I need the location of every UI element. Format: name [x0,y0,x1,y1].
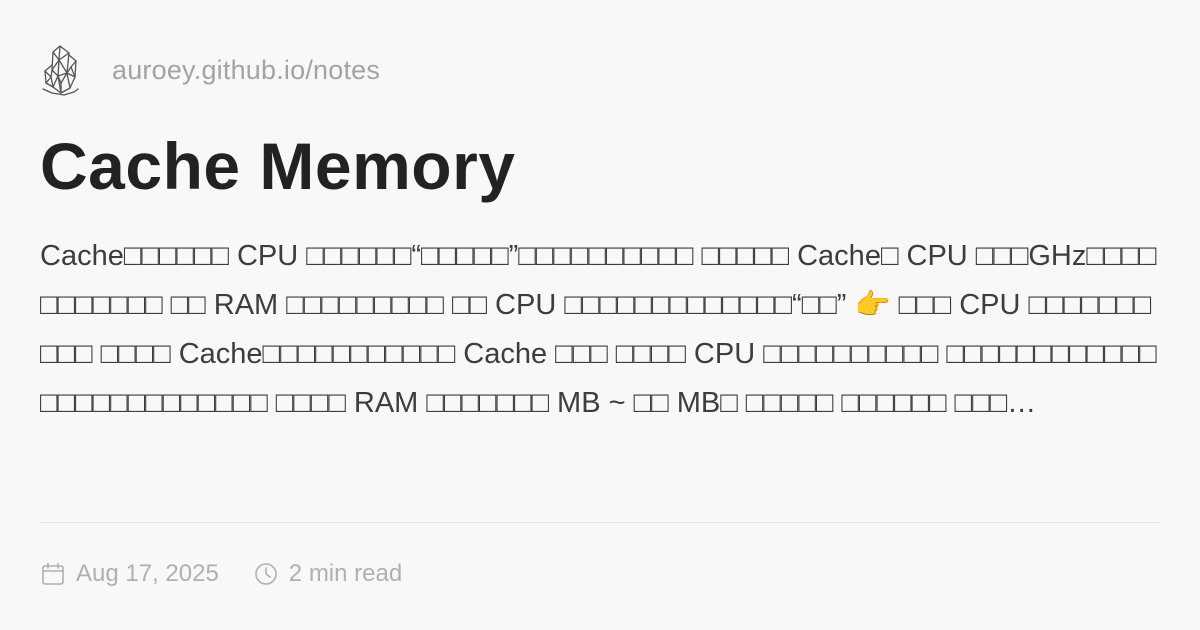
post-read-time: 2 min read [253,560,402,588]
og-card: auroey.github.io/notes Cache Memory Cach… [40,40,1160,600]
post-date: Aug 17, 2025 [40,560,219,588]
clock-icon [253,561,279,587]
divider [40,522,1160,523]
site-header: auroey.github.io/notes [40,40,380,100]
post-date-text: Aug 17, 2025 [76,560,219,587]
post-meta: Aug 17, 2025 2 min read [40,554,402,594]
site-url[interactable]: auroey.github.io/notes [112,54,381,85]
crystal-logo-icon [40,40,92,100]
post-title: Cache Memory [40,129,516,203]
post-read-time-text: 2 min read [288,560,403,587]
post-excerpt: Cache□□□□□□ CPU □□□□□□“□□□□□”□□□□□□□□□□ … [40,240,1157,419]
calendar-icon [40,561,66,587]
